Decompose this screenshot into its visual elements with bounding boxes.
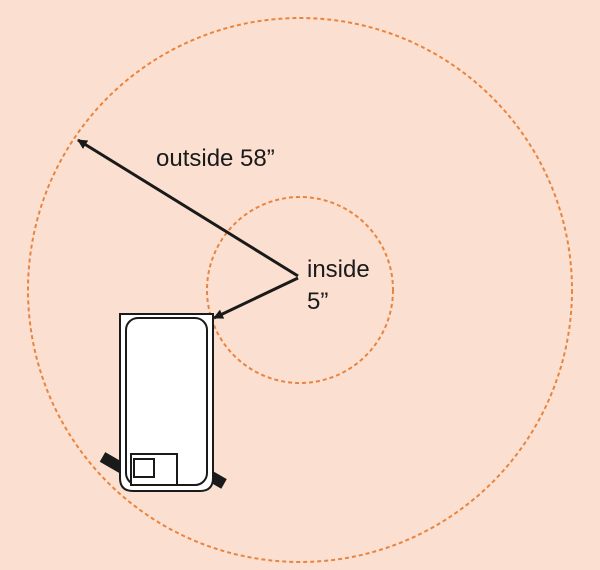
inside-radius-label-line1: inside: [307, 256, 370, 283]
inside-radius-arrow: [213, 276, 299, 320]
seat-box-small: [133, 458, 155, 478]
outside-radius-circle: [27, 17, 573, 563]
inside-radius-circle: [206, 196, 394, 384]
inside-radius-label-line2: 5”: [307, 288, 328, 315]
outside-radius-arrow: [77, 138, 299, 278]
outside-radius-label: outside 58”: [156, 145, 275, 172]
cart-top-view: [99, 313, 227, 492]
